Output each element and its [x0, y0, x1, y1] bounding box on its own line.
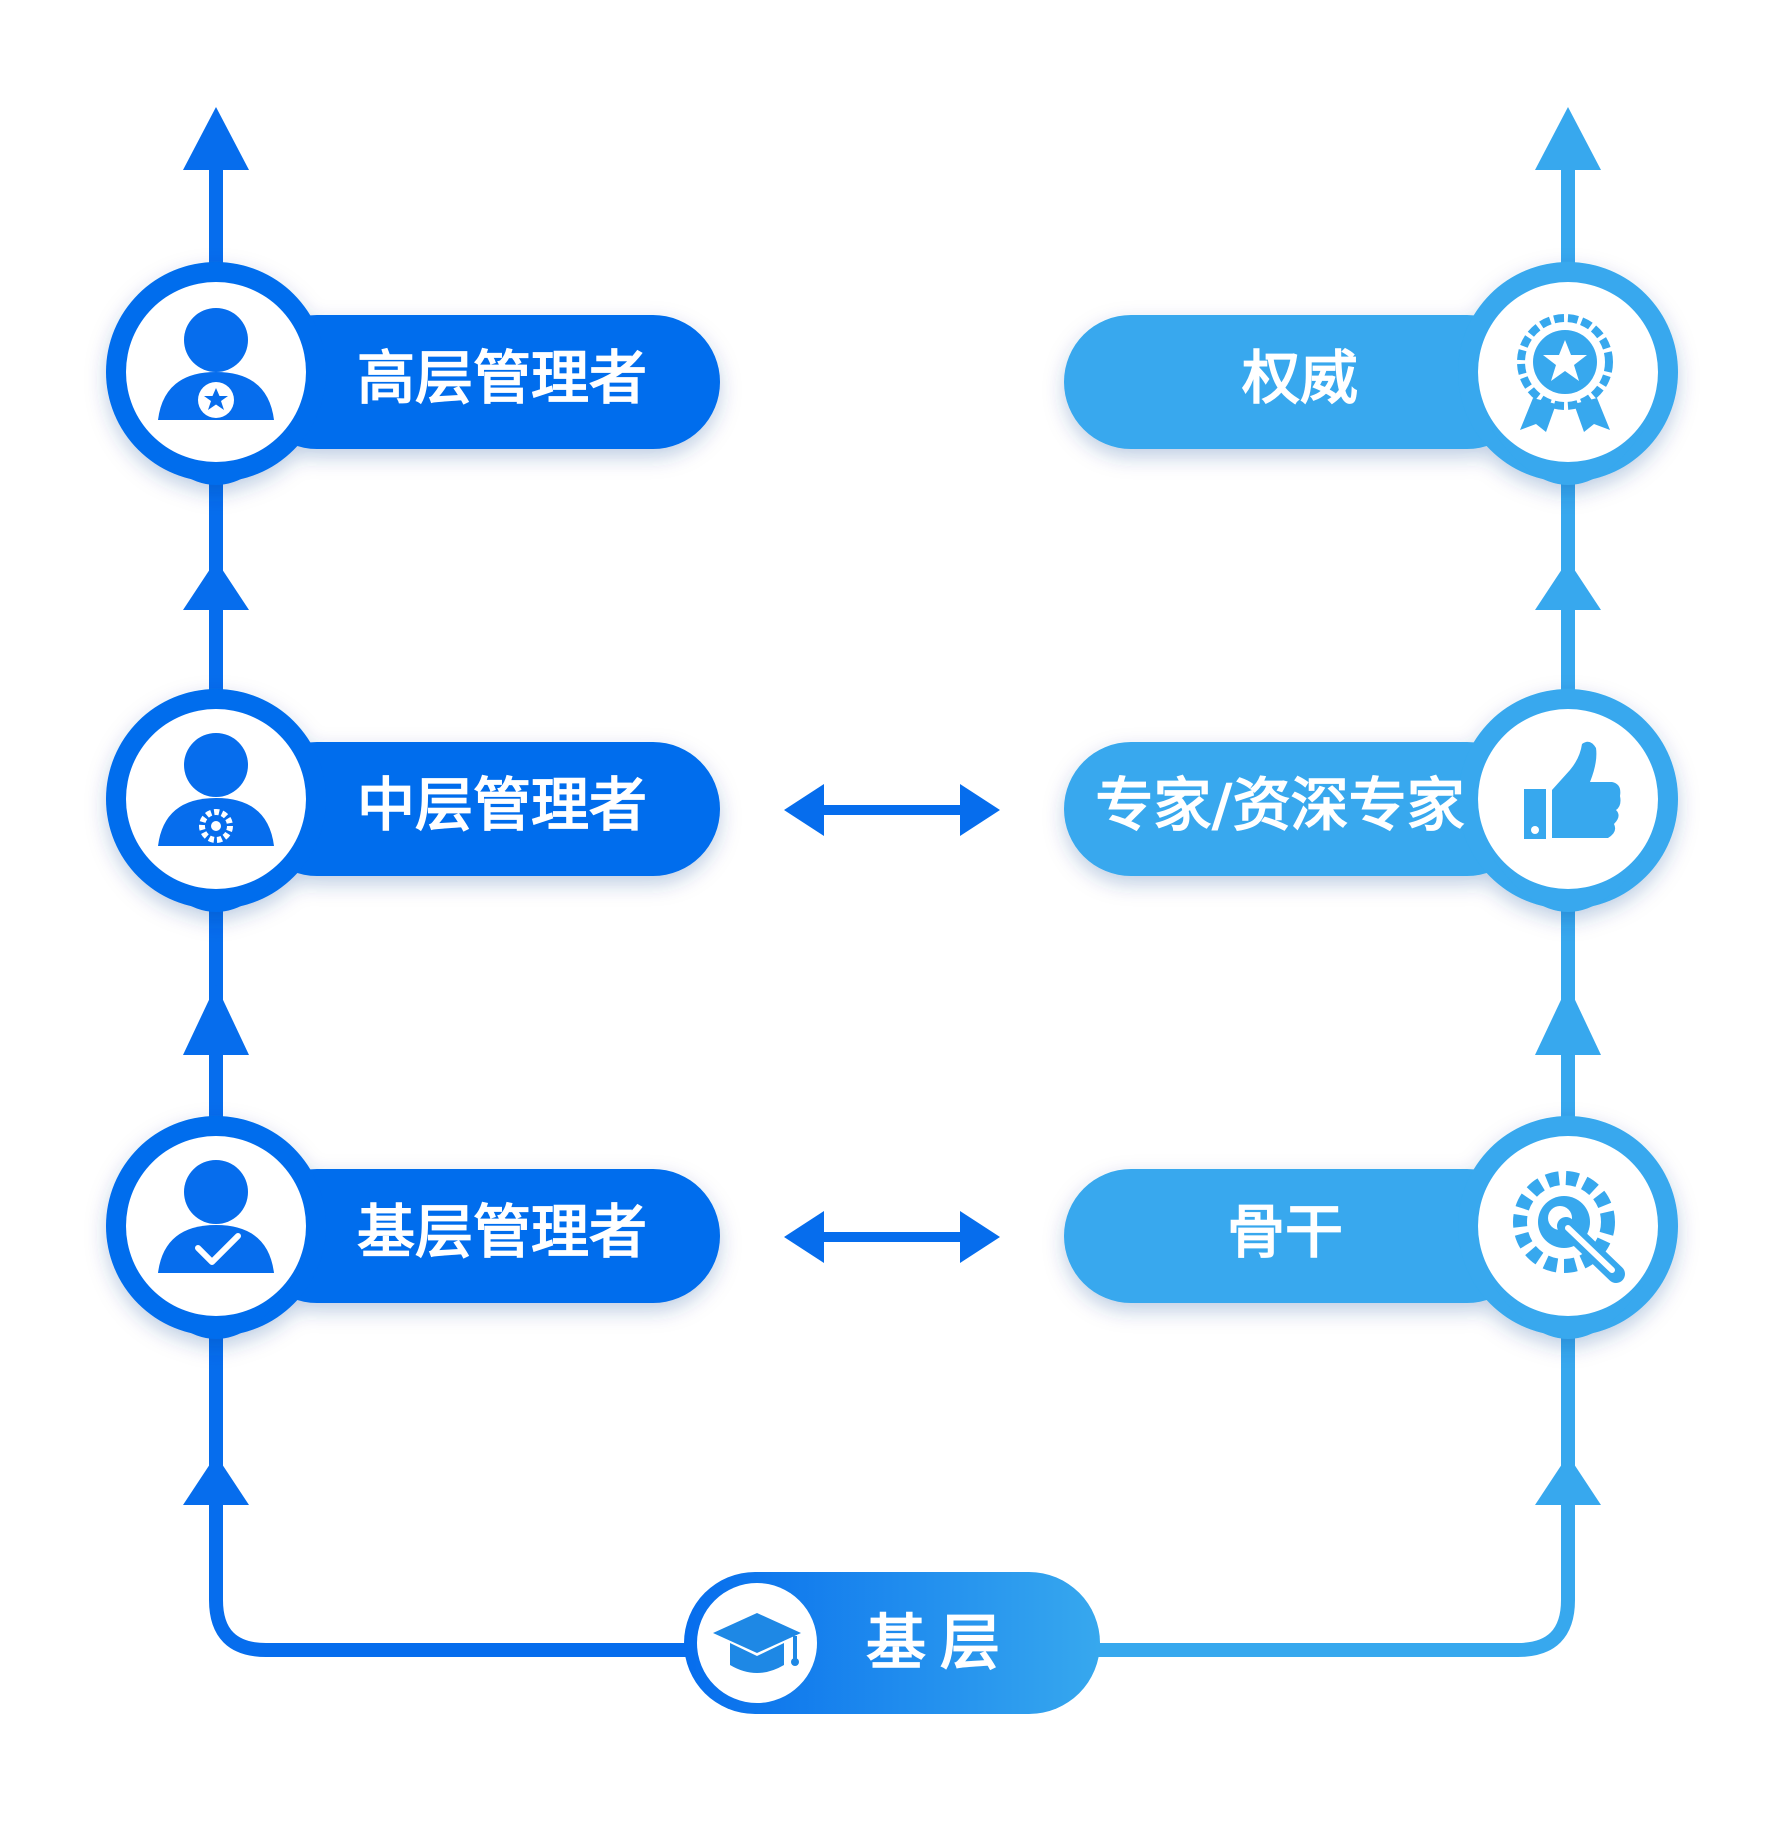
backbone-label: 骨干 [1227, 1198, 1343, 1266]
thumbs-up-icon [1524, 741, 1621, 839]
award-badge-icon [1517, 314, 1613, 432]
middle-manager-label: 中层管理者 [357, 771, 647, 839]
up-arrow-top-left [183, 107, 249, 170]
professional-node-backbone [1064, 1116, 1678, 1339]
up-arrow-top-right [1535, 107, 1601, 170]
gear-wrench-icon [1513, 1171, 1625, 1283]
double-arrow-frontline [784, 1211, 1000, 1263]
frontline-manager-label: 基层管理者 [357, 1198, 647, 1266]
up-arrow-right-2 [1535, 985, 1601, 1055]
professional-track: 权威 专家/资深专家 骨干 [1064, 107, 1678, 1657]
base-label: 基层 [866, 1609, 1014, 1679]
management-track: 高层管理者 中层管理者 基层管理者 [106, 107, 720, 1657]
up-arrow-left-1 [183, 560, 249, 610]
senior-manager-label: 高层管理者 [357, 344, 647, 412]
up-arrow-left-2 [183, 985, 249, 1055]
person-star-icon [158, 308, 274, 420]
up-arrow-left-3 [183, 1455, 249, 1505]
double-arrow-middle [784, 784, 1000, 836]
graduation-cap-icon [713, 1613, 801, 1673]
person-gear-icon [158, 733, 274, 846]
authority-label: 权威 [1241, 344, 1358, 412]
person-check-icon [158, 1160, 274, 1273]
up-arrow-right-1 [1535, 560, 1601, 610]
up-arrow-right-3 [1535, 1455, 1601, 1505]
expert-label: 专家/资深专家 [1095, 771, 1464, 839]
